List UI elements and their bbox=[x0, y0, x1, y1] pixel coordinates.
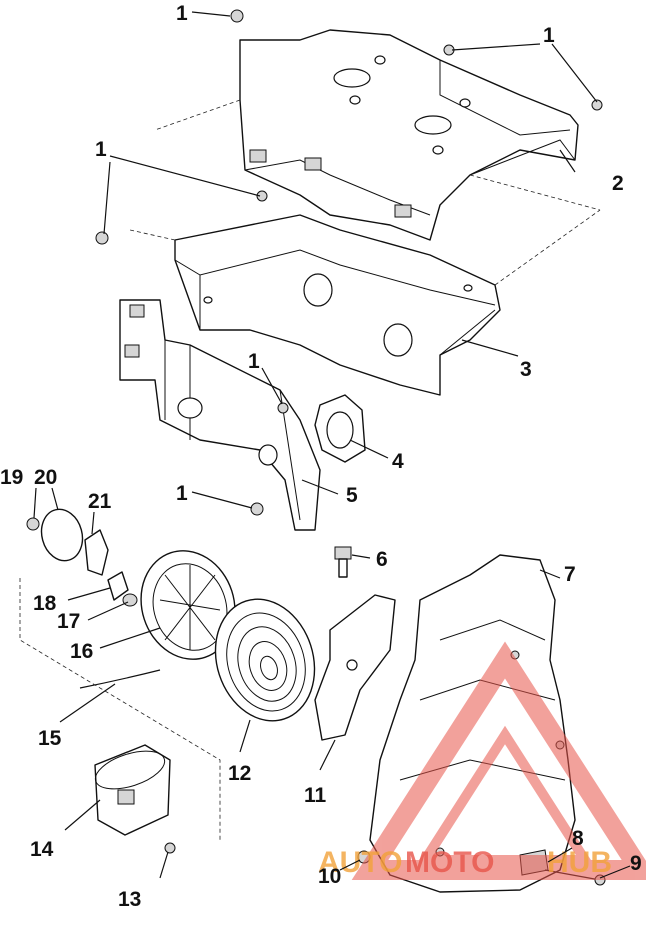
part-14-starter-cup bbox=[94, 744, 176, 854]
part-5-lower-bracket bbox=[119, 299, 321, 531]
callout-7: 7 bbox=[564, 563, 576, 586]
callout-5: 5 bbox=[346, 484, 358, 507]
part-2-upper-shroud bbox=[154, 29, 601, 241]
callout-2: 2 bbox=[612, 172, 624, 195]
callout-11: 11 bbox=[304, 784, 327, 807]
callout-3: 3 bbox=[520, 358, 532, 381]
callout-4: 4 bbox=[392, 450, 404, 473]
callout-1d: 1 bbox=[248, 350, 260, 373]
callout-8: 8 bbox=[572, 827, 584, 850]
callout-14: 14 bbox=[30, 838, 54, 861]
watermark-prefix: AUTO bbox=[318, 846, 402, 879]
callout-19: 19 bbox=[0, 466, 23, 489]
callout-10: 10 bbox=[318, 865, 341, 888]
part-11-starter-bracket bbox=[314, 594, 396, 741]
callout-1e: 1 bbox=[176, 482, 188, 505]
callout-1c: 1 bbox=[95, 138, 107, 161]
callout-16: 16 bbox=[70, 640, 93, 663]
callout-17: 17 bbox=[57, 610, 80, 633]
callout-15: 15 bbox=[38, 727, 62, 750]
recoil-starter-assembly bbox=[19, 508, 316, 840]
part-4-gasket bbox=[314, 394, 366, 463]
part-3-mid-bracket bbox=[129, 209, 601, 396]
part-1-screws bbox=[95, 9, 603, 516]
callout-13: 13 bbox=[118, 888, 141, 911]
callout-20: 20 bbox=[34, 466, 57, 489]
callout-6: 6 bbox=[376, 548, 388, 571]
part-6-bolt bbox=[334, 546, 352, 578]
callout-labels: 1 1 1 1 1 2 3 4 5 6 7 8 9 10 11 12 13 14… bbox=[0, 2, 642, 911]
watermark-text: AUTO MOTO HUB bbox=[318, 846, 612, 879]
callout-21: 21 bbox=[88, 490, 112, 513]
watermark-middle: MOTO bbox=[405, 846, 494, 879]
callout-1a: 1 bbox=[176, 2, 188, 25]
callout-18: 18 bbox=[33, 592, 57, 615]
leader-lines bbox=[33, 11, 631, 879]
callout-1b: 1 bbox=[543, 24, 555, 47]
watermark-suffix: HUB bbox=[547, 846, 612, 879]
watermark-logo bbox=[351, 641, 646, 880]
callout-9: 9 bbox=[630, 852, 642, 875]
callout-12: 12 bbox=[228, 762, 251, 785]
